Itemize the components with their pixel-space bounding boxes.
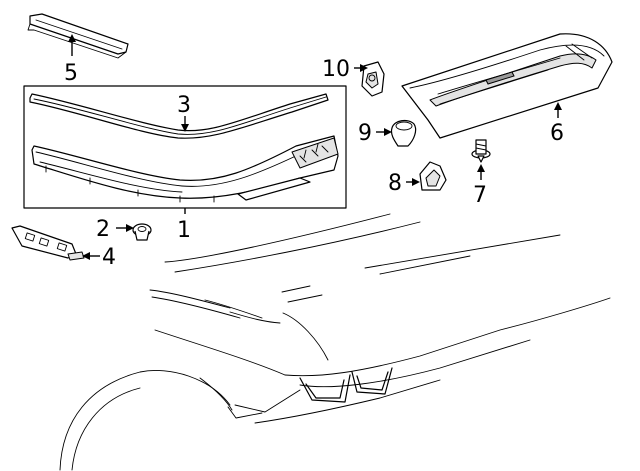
part-4-bracket	[11, 225, 85, 261]
callout-labels: 5 3 1 2 4 10 9 8 7 6	[64, 57, 564, 270]
callout-10: 10	[322, 57, 350, 82]
callout-8: 8	[388, 171, 402, 196]
callout-4: 4	[102, 245, 116, 270]
part-8-retainer	[419, 161, 447, 191]
callout-7: 7	[473, 183, 487, 208]
callout-3: 3	[177, 93, 191, 118]
part-10-clip-fastener	[361, 61, 385, 97]
part-6-trim-panel	[401, 33, 613, 139]
callout-9: 9	[358, 121, 372, 146]
callout-2: 2	[96, 217, 110, 242]
callout-6: 6	[550, 121, 564, 146]
part-3-upper-trim	[29, 93, 329, 139]
leader-lines	[68, 34, 562, 260]
callout-5: 5	[64, 61, 78, 86]
part-9-cap-nut	[390, 119, 417, 147]
part-7-screw	[471, 139, 491, 163]
part-2-push-clip	[132, 223, 152, 241]
callout-1: 1	[177, 218, 191, 243]
vehicle-body-outline	[59, 213, 611, 471]
part-1-main-molding	[31, 135, 339, 203]
part-5-molding-strip	[27, 13, 129, 59]
